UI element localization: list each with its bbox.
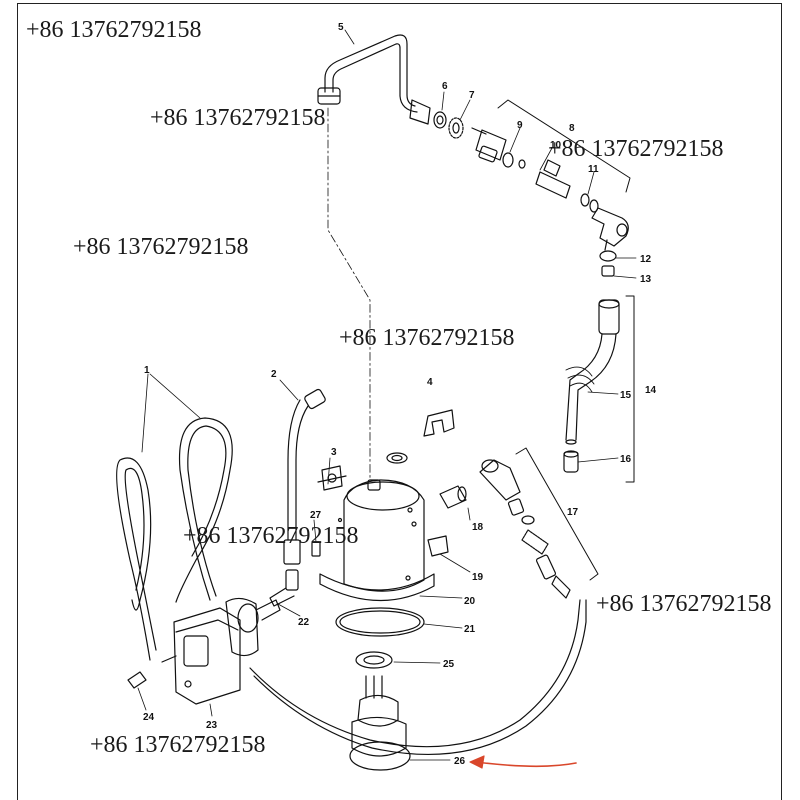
part-label-4: 4	[427, 377, 433, 388]
part-label-16: 16	[620, 454, 632, 465]
bracket-14	[625, 295, 635, 483]
heating-element-26	[349, 675, 411, 771]
part-label-1: 1	[144, 365, 150, 376]
part-numbers: 1 2 3 4 5 6 7 8 9 10 11 12 13 14 15 16 1…	[143, 22, 657, 767]
part-label-25: 25	[443, 659, 455, 670]
lock-washer-7	[448, 117, 464, 139]
ring-25	[355, 651, 393, 669]
o-ring-12	[599, 250, 617, 262]
supply-tube	[249, 599, 581, 748]
steam-wand-15	[565, 299, 620, 445]
part-label-8: 8	[569, 123, 575, 134]
bracket-17	[515, 447, 599, 581]
red-arrow-line	[475, 761, 577, 768]
part-label-15: 15	[620, 390, 632, 401]
part-label-12: 12	[640, 254, 652, 265]
red-arrow-head	[469, 755, 485, 769]
part-label-10: 10	[550, 140, 562, 151]
axis-line-center	[327, 107, 371, 481]
leader-1a	[141, 373, 149, 453]
water-tubes-1	[116, 417, 233, 661]
bracket-4	[423, 409, 455, 437]
fitting-18	[439, 485, 467, 509]
watermark-phone-5: +86 13762792158	[339, 325, 515, 351]
part-label-19: 19	[472, 572, 484, 583]
part-label-6: 6	[442, 81, 448, 92]
nut-6	[433, 111, 447, 129]
watermark-phone-7: +86 13762792158	[596, 592, 772, 616]
part-label-9: 9	[517, 120, 523, 131]
bracket-8	[497, 99, 631, 193]
part-label-23: 23	[206, 720, 218, 731]
boiler-nut	[386, 452, 408, 464]
pump-23	[161, 597, 281, 705]
part-label-22: 22	[298, 617, 310, 628]
steam-pipe-5	[317, 34, 431, 125]
part-label-26: 26	[454, 756, 466, 767]
part-label-18: 18	[472, 522, 484, 533]
spacer-13	[601, 265, 615, 277]
watermark-phone-1: +86 13762792158	[26, 17, 202, 43]
gasket-21	[335, 607, 425, 637]
part-label-5: 5	[338, 22, 344, 33]
leader-1b	[149, 373, 201, 419]
watermark-phone-6: +86 13762792158	[183, 523, 359, 549]
leader-lines	[137, 29, 637, 761]
part-label-2: 2	[271, 369, 277, 380]
hose-2	[283, 388, 326, 565]
part-label-17: 17	[567, 507, 579, 518]
diagram-frame	[17, 3, 782, 800]
part-label-14: 14	[645, 385, 657, 396]
valve-assembly-17	[479, 459, 571, 599]
part-label-21: 21	[464, 624, 476, 635]
watermark-phone-3: +86 13762792158	[548, 136, 724, 162]
connector-24	[127, 671, 147, 689]
boiler-20	[319, 479, 435, 602]
part-label-7: 7	[469, 90, 475, 101]
thermostat-3	[317, 465, 347, 491]
steam-valve-assembly-8	[471, 127, 629, 251]
watermark-phone-4: +86 13762792158	[73, 234, 249, 260]
watermark-phone-8: +86 13762792158	[90, 732, 266, 758]
part-label-11: 11	[588, 164, 599, 175]
part-label-24: 24	[143, 712, 155, 723]
part-label-20: 20	[464, 596, 476, 607]
part-label-13: 13	[640, 274, 652, 285]
part-label-27: 27	[310, 510, 322, 521]
part-label-3: 3	[331, 447, 337, 458]
watermark-phone-2: +86 13762792158	[150, 105, 326, 131]
thermostat-19	[427, 535, 449, 557]
nozzle-16	[563, 450, 579, 473]
